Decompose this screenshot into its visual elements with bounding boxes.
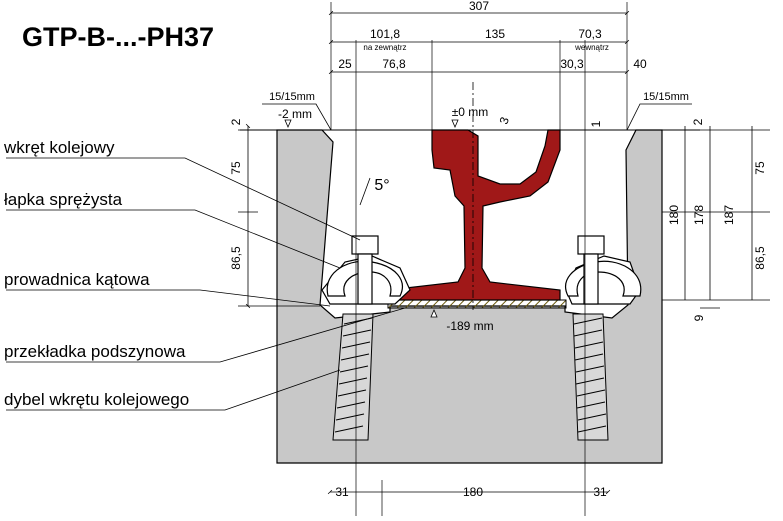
right-gap-label: 1 <box>589 120 603 127</box>
left-screw-shank <box>357 253 373 305</box>
dim-left-small: 25 <box>338 57 352 71</box>
slope-markers <box>262 103 692 318</box>
dim-right-outer: 70,3 <box>578 27 602 41</box>
dim-left-outer: 101,8 <box>370 27 400 41</box>
callout-angle-guide: prowadnica kątowa <box>4 270 150 289</box>
reference-lines <box>330 2 628 516</box>
dim-top-total: 307 <box>469 0 489 13</box>
dim-left-v2: 86,5 <box>229 246 243 270</box>
under-rail-pad <box>387 299 567 309</box>
right-dowel-thread <box>573 317 607 433</box>
drawing-title: GTP-B-...-PH37 <box>22 22 215 52</box>
slope-left-label: 15/15mm <box>269 91 315 103</box>
level-bottom-label: -189 mm <box>446 319 493 333</box>
callout-leaders <box>6 157 406 411</box>
dim-right-180: 180 <box>667 205 681 225</box>
dim-right-small: 40 <box>633 57 647 71</box>
dim-right-mid: 30,3 <box>560 57 584 71</box>
dim-left-v1: 75 <box>229 161 243 175</box>
dim-right-178: 178 <box>692 205 706 225</box>
dimension-lines <box>238 10 770 495</box>
dim-right-187: 187 <box>722 205 736 225</box>
right-dowel <box>572 313 609 441</box>
callout-spring-clip: łapka sprężysta <box>4 190 123 209</box>
callout-under-rail-pad: przekładka podszynowa <box>4 342 186 361</box>
dim-right-bottom: 9 <box>692 314 706 321</box>
note-outside: na zewnątrz <box>363 43 406 52</box>
level-left-label: -2 mm <box>278 107 312 121</box>
dim-left-mid: 76,8 <box>382 57 406 71</box>
dim-middle: 135 <box>485 27 505 41</box>
dim-right-865: 86,5 <box>753 246 767 270</box>
dim-bottom-left: 31 <box>335 485 349 499</box>
dim-left-top: 2 <box>229 118 243 125</box>
grooved-rail <box>387 129 561 301</box>
rail-gap-label: 3 <box>497 115 513 126</box>
dim-right-top: 2 <box>691 118 705 125</box>
note-inside: wewnątrz <box>574 43 609 52</box>
right-screw-shank <box>583 253 599 305</box>
angle-label: 5° <box>374 177 389 194</box>
dim-bottom-mid: 180 <box>463 485 483 499</box>
level-zero-label: ±0 mm <box>452 105 489 119</box>
left-spring-clip <box>326 260 403 297</box>
right-screw-head <box>577 235 605 255</box>
dim-bottom-right: 31 <box>593 485 607 499</box>
callout-screw-dowel: dybel wkrętu kolejowego <box>4 390 190 409</box>
slope-right-label: 15/15mm <box>643 91 689 103</box>
concrete-slab <box>276 129 663 464</box>
callout-rail-screw: wkręt kolejowy <box>4 138 115 157</box>
left-dowel <box>332 313 374 441</box>
dim-right-75: 75 <box>753 161 767 175</box>
